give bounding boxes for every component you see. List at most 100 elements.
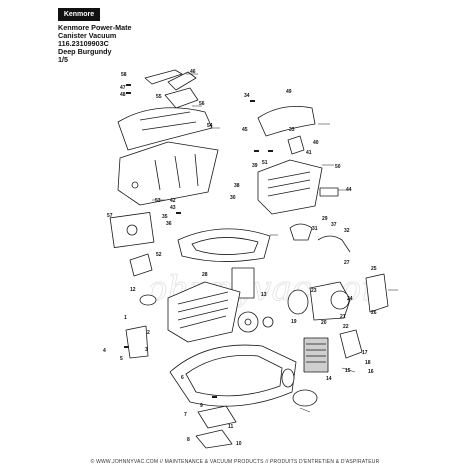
callout-55: 55 [156, 94, 162, 100]
callout-35: 35 [162, 214, 168, 220]
cord-reel-part [339, 329, 363, 359]
motor-ring-part [287, 289, 309, 315]
housing-screw-hole [131, 181, 139, 189]
callout-21: 21 [340, 314, 346, 320]
callout-16: 16 [368, 369, 374, 375]
callout-42: 42 [170, 198, 176, 204]
callout-38: 38 [234, 183, 240, 189]
filter-pad-part [231, 267, 255, 299]
callout-46: 46 [190, 69, 196, 75]
screw-set [124, 84, 273, 398]
exhaust-filter-mesh [306, 343, 326, 363]
callout-15: 15 [345, 368, 351, 374]
hose-connector-part [289, 223, 313, 241]
motor-housing-rib [154, 153, 199, 191]
callout-12: 12 [130, 287, 136, 293]
callout-6: 6 [181, 375, 184, 381]
callout-41: 41 [306, 150, 312, 156]
callout-45: 45 [242, 127, 248, 133]
wheel-cap-part [195, 429, 233, 449]
side-latch-part [129, 253, 153, 277]
footer-credit: © WWW.JOHNNYVAC.COM // MAINTENANCE & VAC… [90, 459, 380, 465]
callout-1: 1 [124, 315, 127, 321]
callout-18: 18 [365, 360, 371, 366]
handle-grip-part [167, 71, 197, 91]
lid-grill [267, 171, 311, 197]
callout-17: 17 [362, 350, 368, 356]
callout-8: 8 [187, 437, 190, 443]
callout-2: 2 [147, 330, 150, 336]
callout-19: 19 [291, 319, 297, 325]
callout-29: 29 [322, 216, 328, 222]
callout-37: 37 [331, 222, 337, 228]
wheel-part [139, 294, 157, 306]
caster-ring-part [292, 389, 318, 407]
base-inner-rim [185, 355, 283, 397]
callout-26: 26 [371, 310, 377, 316]
callout-32: 32 [344, 228, 350, 234]
callout-48: 48 [120, 92, 126, 98]
motor-housing-top-part [117, 141, 219, 206]
callout-56: 56 [199, 101, 205, 107]
carry-handle-part [144, 69, 183, 85]
callout-54: 54 [207, 123, 213, 129]
callout-13: 13 [261, 292, 267, 298]
callout-30: 30 [230, 195, 236, 201]
callout-22: 22 [343, 324, 349, 330]
hood-cover-part [257, 105, 316, 137]
callout-31: 31 [312, 226, 318, 232]
callout-24: 24 [347, 296, 353, 302]
callout-44: 44 [346, 187, 352, 193]
callout-27: 27 [344, 260, 350, 266]
exhaust-filter-part [303, 337, 329, 373]
callout-58: 58 [121, 72, 127, 78]
callout-36: 36 [166, 221, 172, 227]
diagram-header: Kenmore Power-Mate Canister Vacuum 116.2… [58, 23, 132, 65]
callout-9: 9 [200, 403, 203, 409]
caster-part [197, 405, 237, 429]
callout-25: 25 [371, 266, 377, 272]
rear-wheel-part [281, 368, 295, 388]
model-color: Deep Burgundy [58, 47, 112, 57]
callout-20: 20 [321, 320, 327, 326]
model-brand: Kenmore Power-Mate [58, 23, 132, 32]
model-type: Canister Vacuum [58, 31, 117, 41]
leader-lines [152, 73, 398, 413]
callout-11: 11 [228, 424, 234, 430]
callout-40: 40 [313, 140, 319, 146]
callout-50: 50 [335, 164, 341, 170]
top-cover-rib [139, 111, 197, 131]
callout-43: 43 [170, 205, 176, 211]
filter-cartridge-part [319, 187, 339, 197]
callout-51: 51 [262, 160, 268, 166]
bag-tray-part [167, 281, 241, 343]
handle-release-part [164, 87, 199, 109]
page-number: 1/5 [58, 55, 68, 65]
callout-28: 28 [202, 272, 208, 278]
bag-collar-hole [126, 224, 138, 236]
callout-10: 10 [236, 441, 242, 447]
model-number: 116.23109903C [58, 39, 109, 49]
lower-latch-part [125, 325, 149, 359]
callout-33: 33 [289, 127, 295, 133]
callout-47: 47 [120, 85, 126, 91]
brand-logo: Kenmore [58, 8, 100, 21]
callout-7: 7 [184, 412, 187, 418]
motor-mount-part [365, 273, 389, 313]
motor-end-part [330, 290, 350, 310]
fan-disc-hub [244, 318, 252, 326]
callout-53: 53 [155, 198, 161, 204]
hood-latch-part [287, 135, 305, 155]
power-cord-part [317, 235, 351, 253]
frame-gasket-inner [191, 237, 259, 255]
seal-ring-part [262, 316, 274, 328]
callout-34: 34 [244, 93, 250, 99]
callout-5: 5 [120, 356, 123, 362]
canister-lid-part [257, 159, 323, 215]
callout-4: 4 [103, 348, 106, 354]
callout-49: 49 [286, 89, 292, 95]
callout-52: 52 [156, 252, 162, 258]
callout-14: 14 [326, 376, 332, 382]
callout-57: 57 [107, 213, 113, 219]
